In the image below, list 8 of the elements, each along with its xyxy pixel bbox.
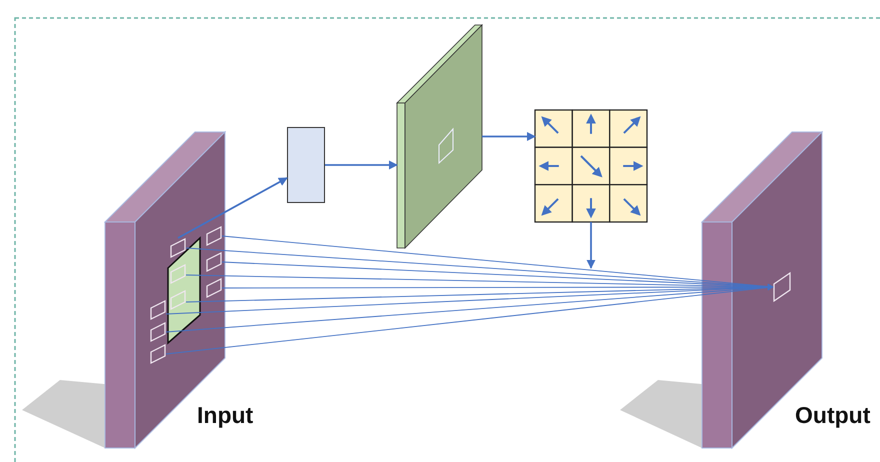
slab-label: Input [197, 402, 254, 429]
arrow [178, 177, 288, 239]
arrow [325, 160, 398, 170]
arrow [482, 132, 536, 141]
arrow [586, 222, 596, 269]
projection-line [222, 236, 774, 290]
slab-label: Output [795, 402, 870, 429]
projection-line [166, 284, 774, 354]
